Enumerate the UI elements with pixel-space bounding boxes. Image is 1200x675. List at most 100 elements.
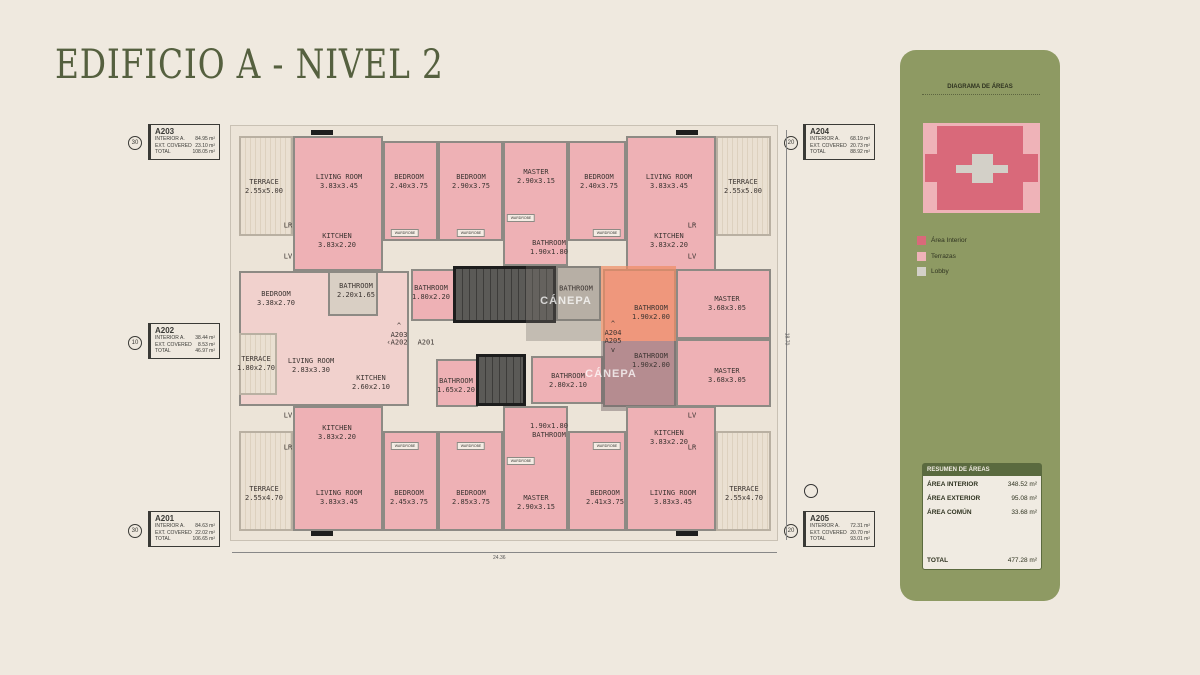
wall [676,531,698,536]
unit: m² [864,529,870,536]
orientation-badge: 20 [784,136,798,150]
watermark: CÁNEPA [540,295,592,307]
label: INTERIOR A. [810,136,840,142]
value: 22.02 [195,529,208,536]
unit: m² [209,142,215,149]
unit: m² [864,523,870,529]
master-area [676,339,771,407]
unit: m² [864,142,870,149]
legend-item: Área Interior [917,236,967,245]
bedroom-area [383,141,438,241]
label: TOTAL [810,149,826,155]
wardrobe: WARDROBE [592,442,622,450]
highlight-overlay [526,266,601,341]
page-title: EDIFICIO A - NIVEL 2 [55,42,444,88]
value: 72.31 [850,523,863,529]
value: 46.97 [195,348,208,354]
living-area [626,136,716,271]
terrace-area [716,431,771,531]
legend-label: Área Interior [931,237,967,244]
unit-id: A202 [155,326,175,335]
legend-item: Terrazas [917,252,956,261]
value: 84.95 [195,136,208,142]
value: 68.19 [850,136,863,142]
stairs [453,266,556,323]
fixture-label: LR [283,443,293,452]
legend-label: Lobby [931,268,949,275]
master-area [503,141,568,266]
label: TOTAL [155,536,171,542]
value: 38.44 [195,335,208,341]
terrace-area [239,431,293,531]
value: 88.92 [850,149,863,155]
room-label: BATHROOM [559,284,593,293]
living-area [293,406,383,531]
depth-dimension-line [786,130,787,540]
highlight-overlay [601,266,676,341]
value: 20.70 [850,529,863,536]
width-dimension-line [232,552,777,553]
unit: m² [209,341,215,348]
terrace-area [716,136,771,236]
living-area [626,406,716,531]
fixture-label: LR [283,221,293,230]
wall [311,531,333,536]
orientation-badge: 30 [128,524,142,538]
north-compass-icon [804,484,818,498]
area-diagram [923,123,1040,213]
access-label-a204: ^A204 [604,320,622,337]
label: INTERIOR A. [155,523,185,529]
value: 93.01 [850,536,863,542]
access-label-a201: A201 [417,338,435,347]
fixture-label: LV [283,252,293,261]
bathroom-area [531,356,603,404]
bedroom-area [438,141,503,241]
unit-id: A201 [155,514,175,523]
label: EXT. COVERED [810,529,847,536]
watermark: CÁNEPA [585,368,637,380]
master-area [676,269,771,339]
fixture-label: LV [283,411,293,420]
swatch [917,252,926,261]
access-label-a203: ^A203 [390,322,408,339]
swatch [917,236,926,245]
terrace-area [239,333,277,395]
legend-item: Lobby [917,267,949,276]
unit: m² [209,348,215,354]
orientation-badge: 30 [128,136,142,150]
width-dimension: 24.36 [493,555,506,561]
areas-panel: DIAGRAMA DE ÁREAS Área Interior Terrazas… [900,50,1060,601]
swatch [917,267,926,276]
orientation-badge: 10 [128,336,142,350]
fixture-label: LV [687,252,697,261]
access-label-a202: ‹A202 [386,338,408,347]
label: TOTAL [810,536,826,542]
living-area [293,136,383,271]
